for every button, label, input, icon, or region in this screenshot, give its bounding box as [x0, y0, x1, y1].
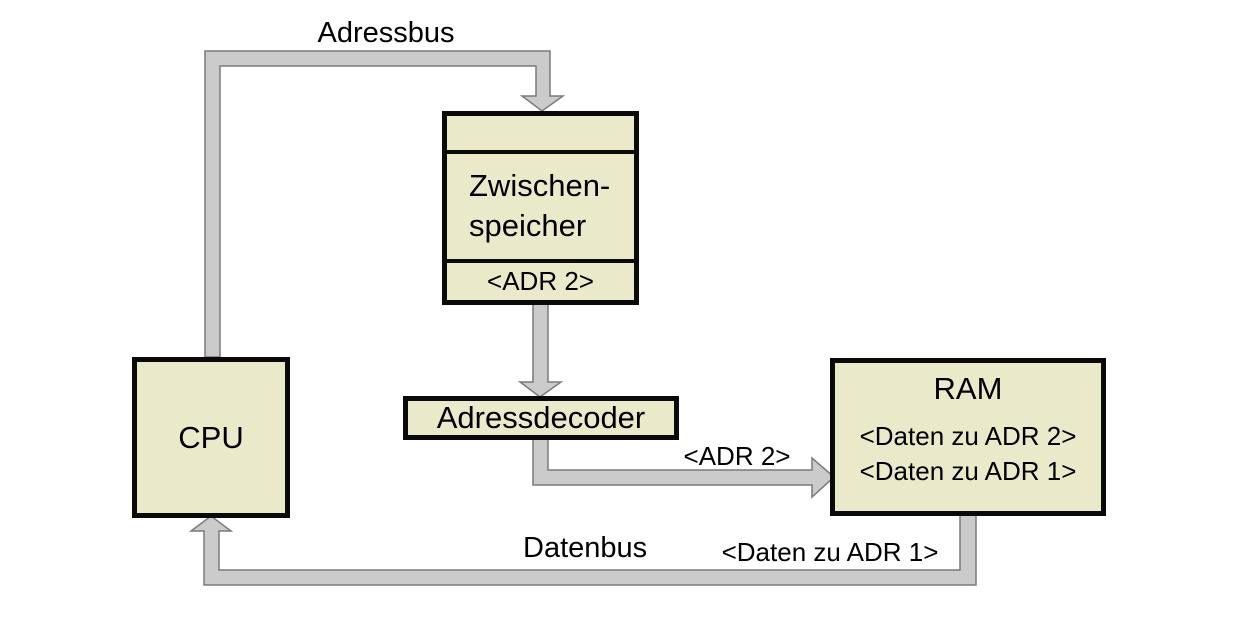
zwischenspeicher-label-line2: speicher [469, 208, 587, 243]
zwischenspeicher-label-line1: Zwischen- [469, 168, 611, 203]
datenbus-pipe-with-arrow [188, 513, 977, 586]
adressdecoder-to-ram-arrow [532, 438, 836, 499]
daten-zu-adr1-bus-label: <Daten zu ADR 1> [721, 537, 939, 567]
ram-label: RAM [933, 371, 1003, 406]
zwischenspeicher-to-adressdecoder-arrow [517, 303, 564, 398]
zwischenspeicher-box: Zwischen- speicher <ADR 2> [442, 111, 639, 305]
adr2-bus-label: <ADR 2> [683, 441, 791, 471]
adressbus-pipe-with-arrow [204, 50, 566, 358]
zwischenspeicher-name-compartment: Zwischen- speicher [447, 154, 634, 263]
cpu-box: CPU [132, 357, 290, 518]
ram-row-daten-zu-adr2: <Daten zu ADR 2> [859, 421, 1077, 451]
zwischenspeicher-empty-compartment [447, 116, 634, 154]
adressdecoder-label: Adressdecoder [436, 400, 646, 435]
ram-row-daten-zu-adr1: <Daten zu ADR 1> [859, 456, 1077, 486]
adressbus-label: Adressbus [317, 17, 455, 49]
zwischenspeicher-register-compartment: <ADR 2> [447, 263, 634, 300]
adressdecoder-box: Adressdecoder [403, 396, 679, 440]
datenbus-label: Datenbus [523, 532, 648, 564]
zwischenspeicher-register-value: <ADR 2> [487, 266, 594, 296]
cpu-label: CPU [178, 419, 244, 455]
ram-box: RAM <Daten zu ADR 2> <Daten zu ADR 1> [830, 358, 1106, 516]
ram-contents: <Daten zu ADR 2> <Daten zu ADR 1> [835, 419, 1101, 489]
